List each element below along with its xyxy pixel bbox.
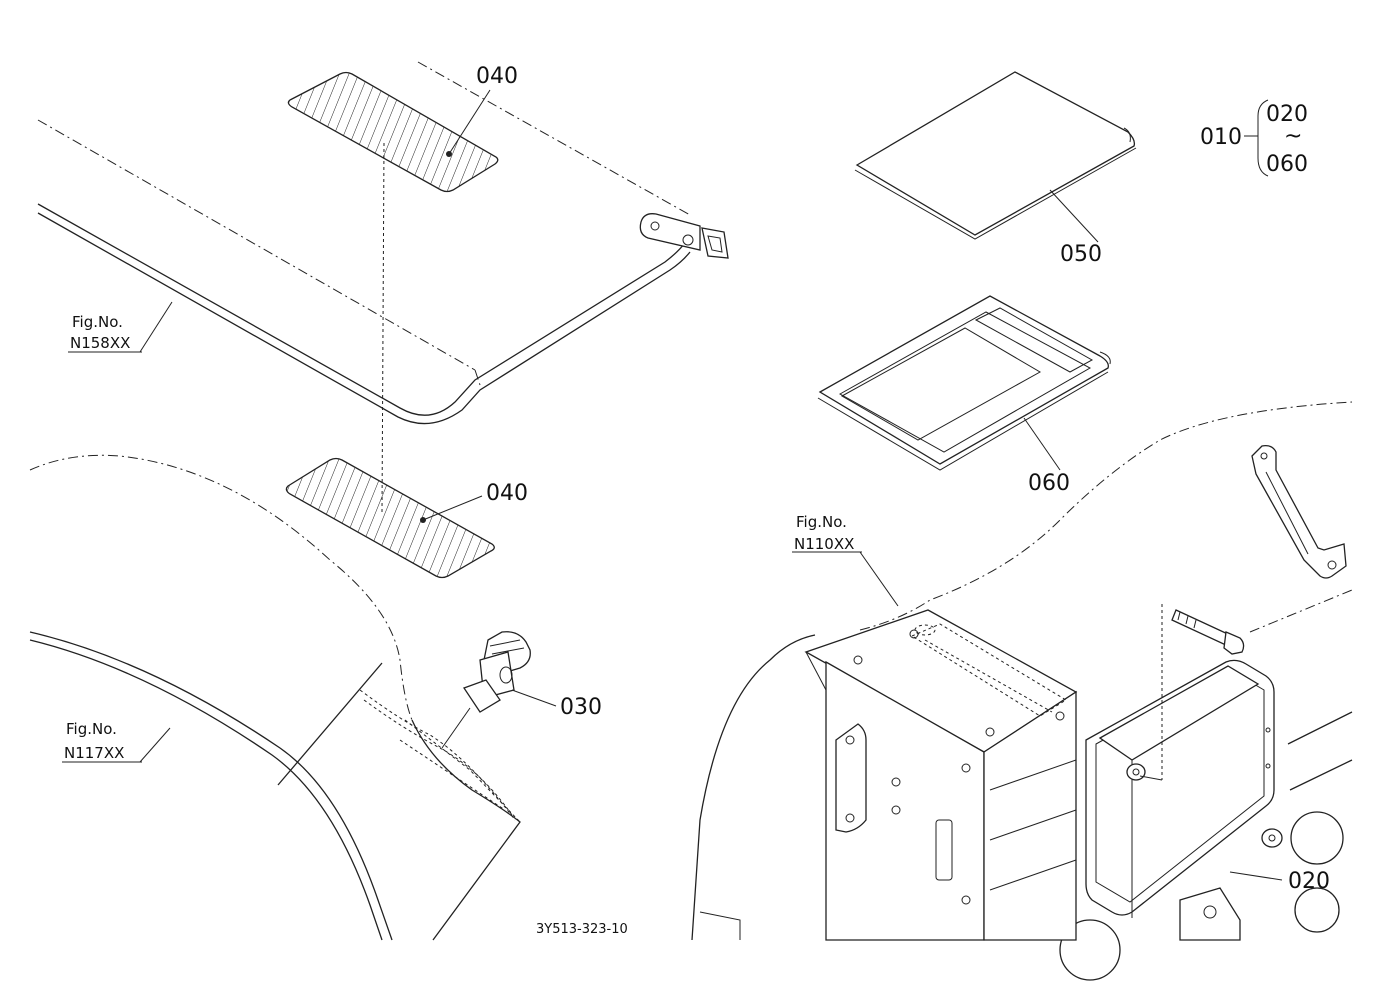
socket-030	[441, 631, 557, 749]
leader-n110xx	[859, 551, 899, 607]
part-number-030: 030	[560, 695, 602, 720]
legend-kit-010: 010 020 ~ 060	[1200, 99, 1308, 177]
roof-hinge-bracket	[639, 213, 729, 259]
bolt	[1139, 604, 1245, 781]
part-number-050: 050	[1060, 242, 1102, 267]
fig-ref-n158xx-number: N158XX	[70, 334, 130, 352]
mounting-bracket	[804, 609, 1078, 941]
leader-n158xx	[139, 301, 173, 353]
fig-ref-n158xx-label: Fig.No.	[72, 313, 123, 331]
fig-ref-n117xx-number: N117XX	[64, 744, 124, 762]
label-sticker-040-top	[287, 71, 499, 193]
roof-panel	[37, 61, 729, 425]
legend-020: 020	[1266, 102, 1308, 127]
part-number-040-top: 040	[476, 64, 518, 89]
legend-060: 060	[1266, 152, 1308, 177]
part-number-020: 020	[1288, 869, 1330, 894]
fender-body	[29, 454, 521, 941]
drawing-code: 3Y513-323-10	[536, 922, 628, 937]
manual-050	[854, 71, 1137, 243]
connection-line-040	[381, 142, 385, 513]
fig-ref-n117xx-label: Fig.No.	[66, 720, 117, 738]
cab-floor-outline	[691, 401, 1353, 981]
controller-unit-020	[1085, 659, 1283, 918]
label-sticker-040-middle	[285, 457, 495, 579]
part-number-060: 060	[1028, 471, 1070, 496]
legend-tilde: ~	[1284, 124, 1302, 149]
leader-n117xx	[139, 727, 171, 763]
legend-010: 010	[1200, 125, 1242, 150]
manual-060	[817, 295, 1111, 471]
part-number-040-middle: 040	[486, 481, 528, 506]
fig-ref-n110xx-label: Fig.No.	[796, 513, 847, 531]
fig-ref-n110xx-number: N110XX	[794, 535, 854, 553]
strap-bracket	[1251, 444, 1347, 579]
